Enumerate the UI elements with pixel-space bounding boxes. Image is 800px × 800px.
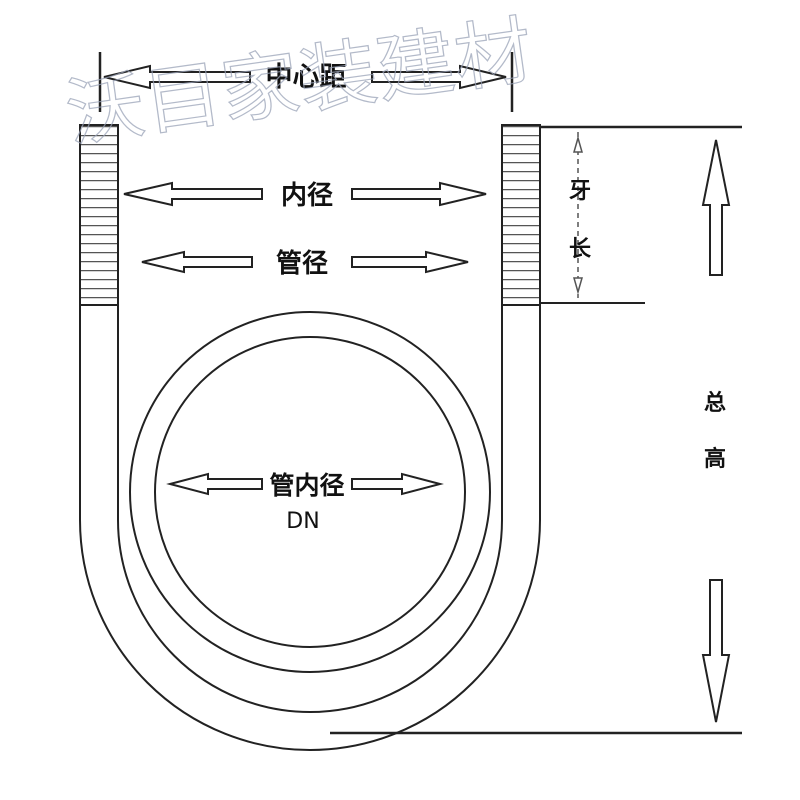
total-height-label-1: 总 (704, 390, 726, 416)
labels: 中心距 内径 管径 管内径 DN 牙 长 总 高 (266, 62, 727, 534)
pipe-inner-circle (154, 336, 466, 648)
left-thread (79, 124, 119, 306)
thread-length-label-1: 牙 (569, 179, 591, 204)
pipe-inner-diameter-label: 管内径 (269, 471, 344, 500)
pipe-diameter-left-arrow (141, 250, 253, 274)
u-bolt-inner-outline (117, 125, 503, 713)
right-thread (501, 124, 541, 306)
u-bolt-body (79, 124, 541, 751)
pipe-outer-circle (129, 311, 491, 673)
dimension-lines (98, 52, 742, 735)
horizontal-arrows (103, 64, 507, 496)
pipe (129, 311, 491, 673)
center-distance-label: 中心距 (266, 62, 347, 93)
thread-sections (79, 124, 541, 306)
inner-diameter-label: 内径 (281, 181, 333, 211)
pipe-diameter-right-arrow (351, 250, 469, 274)
total-height-down-arrow (701, 579, 731, 723)
total-height-arrows (701, 139, 731, 723)
total-height-label-2: 高 (704, 446, 726, 472)
thread-length-dimension (573, 132, 583, 298)
thread-length-label-2: 长 (569, 237, 592, 262)
u-bolt-outer-outline (79, 125, 541, 751)
inner-diameter-left-arrow (123, 181, 263, 207)
pipe-inner-diameter-left-arrow (166, 472, 263, 496)
pipe-inner-diameter-right-arrow (351, 472, 444, 496)
center-distance-right-arrow (371, 64, 507, 90)
pipe-diameter-label: 管径 (276, 249, 328, 279)
dn-label: DN (286, 509, 319, 534)
center-distance-left-arrow (103, 64, 251, 90)
total-height-up-arrow (701, 139, 731, 276)
watermark-text: 沃目家装建材 (61, 7, 538, 158)
inner-diameter-right-arrow (351, 181, 487, 207)
